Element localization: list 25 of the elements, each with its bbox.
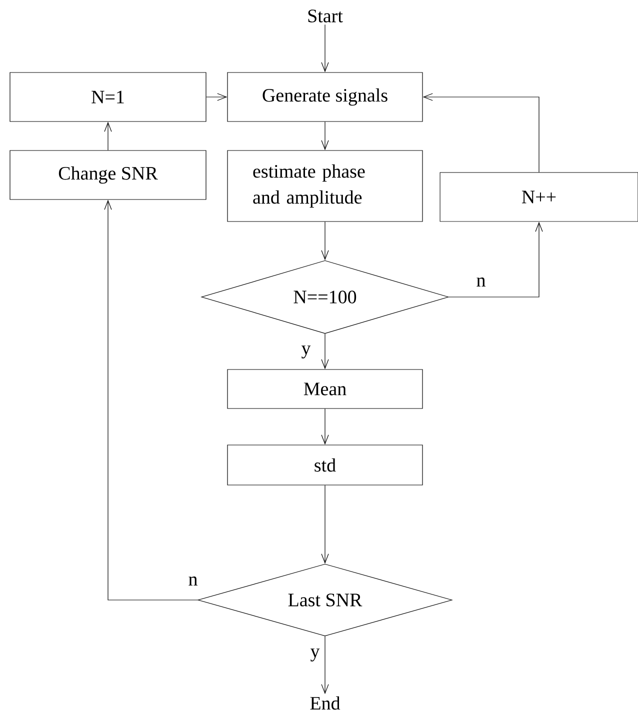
process-box: Change SNR [10, 150, 206, 200]
arrow [321, 24, 329, 72]
terminal-label: Start [308, 10, 343, 22]
process-box: std [227, 444, 423, 486]
arrow [321, 485, 329, 564]
terminal-label: End [310, 696, 340, 710]
process-box: N++ [440, 172, 638, 222]
arrow [206, 93, 228, 101]
process-box: N=1 [10, 72, 206, 122]
arrow [321, 222, 329, 260]
arrow [104, 200, 198, 600]
process-box: Generate signals [227, 72, 423, 122]
arrow [448, 222, 543, 298]
arrow [422, 93, 540, 172]
arrow [321, 122, 329, 150]
arrow [321, 636, 329, 694]
arrow [321, 334, 329, 370]
edge-label: y [300, 344, 312, 360]
process-box: Mean [227, 369, 423, 409]
edge-label: y [309, 648, 321, 662]
arrow [321, 408, 329, 445]
edge-label: n [187, 576, 199, 586]
edge-label: n [475, 276, 487, 288]
process-box: estimate phase and amplitude [227, 150, 423, 222]
arrow [104, 122, 112, 150]
